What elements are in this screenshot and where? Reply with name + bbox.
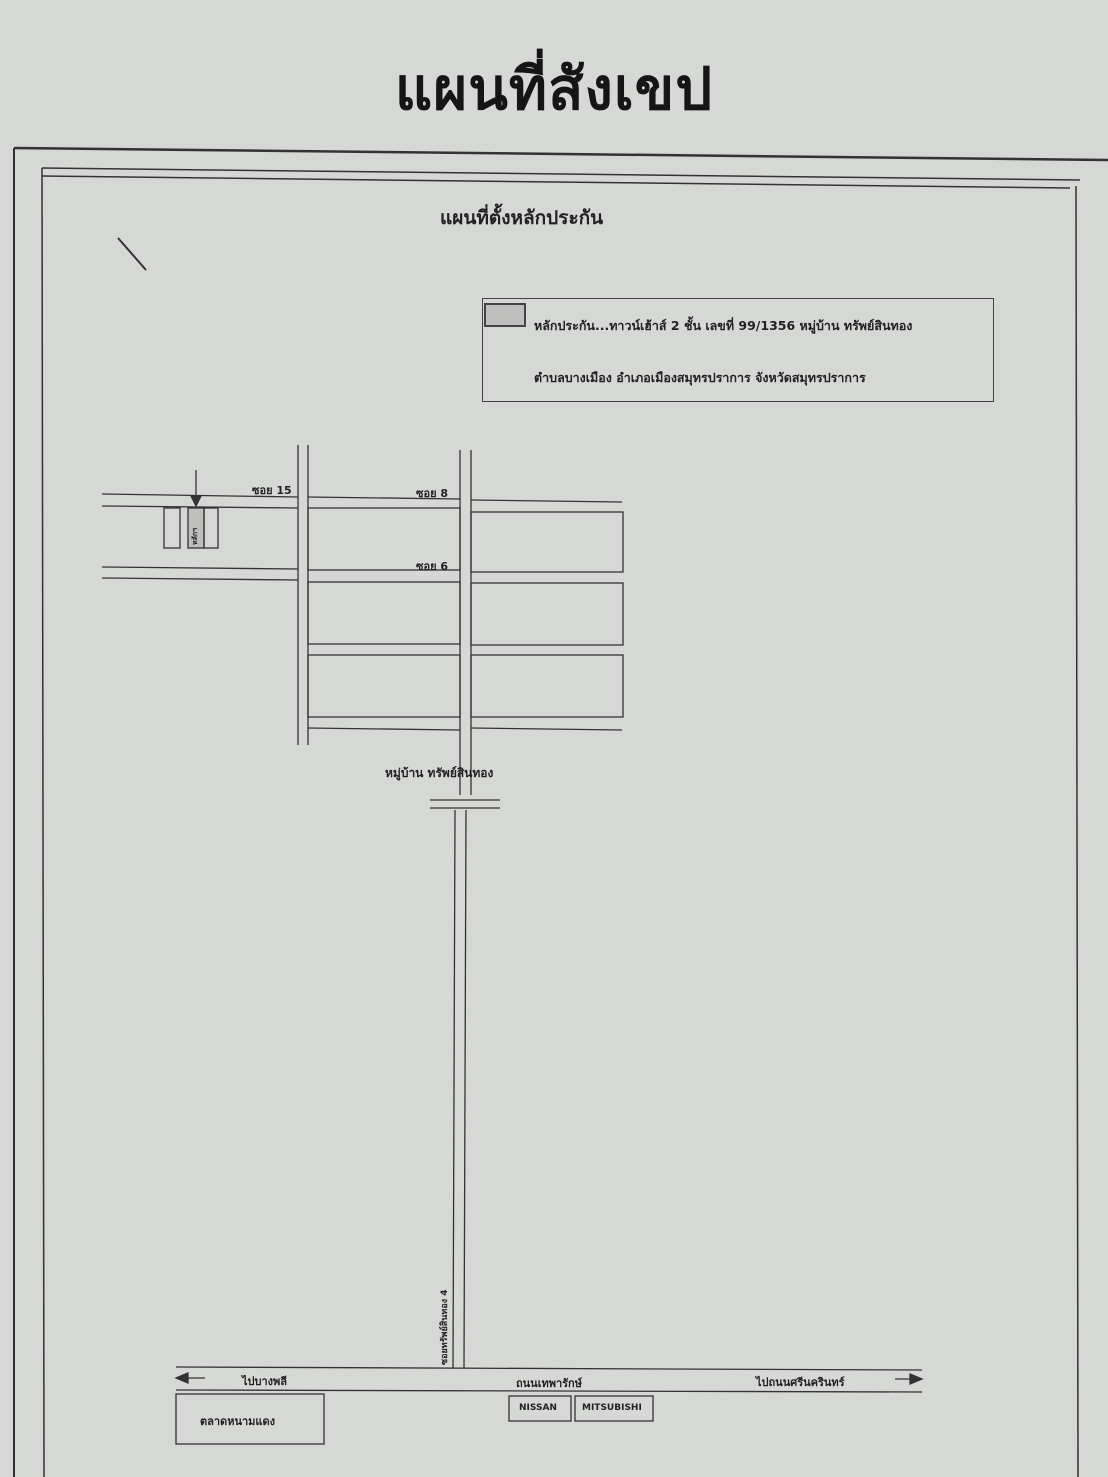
main-road-label: ถนนเทพารักษ์ [516, 1377, 582, 1390]
street-label-soi8: ซอย 8 [416, 487, 449, 500]
street-label-main-soi: ซอยทรัพย์สินทอง 4 [440, 1289, 450, 1365]
landmark-nissan: NISSAN [519, 1403, 557, 1413]
arrow-left-icon [174, 1372, 189, 1384]
arrow-right-icon [909, 1373, 924, 1385]
legend-box [482, 298, 994, 402]
landmark-mitsubishi: MITSUBISHI [582, 1403, 642, 1413]
map-title: แผนที่ตั้งหลักประกัน [440, 207, 604, 229]
legend-line-2: ตำบลบางเมือง อำเภอเมืองสมุทรปราการ จังหว… [534, 370, 866, 385]
landmark-market: ตลาดหนามแดง [200, 1415, 276, 1428]
street-label-soi15: ซอย 15 [252, 484, 292, 497]
frame [13, 146, 1108, 1477]
street-grid [101, 237, 924, 1445]
street-label-soi6: ซอย 6 [416, 560, 449, 573]
legend-swatch [484, 303, 526, 327]
page-title: แผนที่สังเขป [394, 55, 714, 123]
village-label: หมู่บ้าน ทรัพย์สินทอง [385, 766, 494, 780]
legend-line-1: หลักประกัน...ทาวน์เฮ้าส์ 2 ชั้น เลขที่ 9… [534, 318, 913, 333]
property-label: หลักฯ [191, 527, 199, 545]
direction-label-left: ไปบางพลี [242, 1375, 288, 1388]
direction-label-right: ไปถนนศรีนครินทร์ [756, 1376, 845, 1389]
